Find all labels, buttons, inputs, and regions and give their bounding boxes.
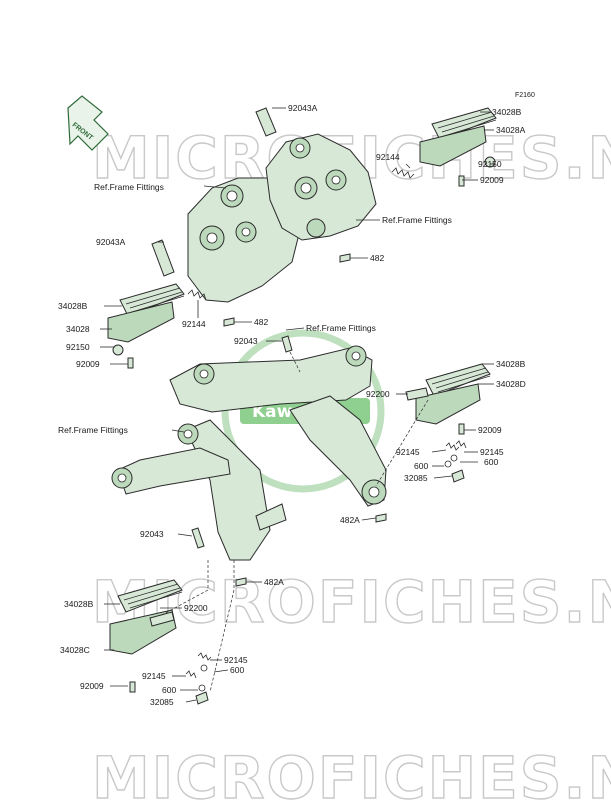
label-92043-low: 92043 <box>140 529 164 539</box>
footpeg-front-right <box>405 363 491 483</box>
main-footrest-frame <box>111 345 387 561</box>
label-34028: 34028 <box>66 324 90 334</box>
label-92043A-top: 92043A <box>288 103 318 113</box>
clip-482-mid <box>223 317 235 327</box>
label-600-low-a: 600 <box>230 665 244 675</box>
spring-92144-left <box>187 289 207 301</box>
label-482A-low: 482A <box>264 577 284 587</box>
label-92043A-left: 92043A <box>96 237 126 247</box>
watermark-text-bottom: MICROFICHES.NET <box>92 568 611 636</box>
label-92200-low: 92200 <box>184 603 208 613</box>
label-92043-mid: 92043 <box>234 336 258 346</box>
label-92009-top: 92009 <box>480 175 504 185</box>
label-92009-right: 92009 <box>478 425 502 435</box>
label-ref-frame-mid: Ref.Frame Fittings <box>306 323 376 333</box>
label-92145-right-b: 92145 <box>480 447 504 457</box>
rear-left-bracket <box>187 177 301 303</box>
label-34028B-low: 34028B <box>64 599 94 609</box>
label-92145-right-a: 92145 <box>396 447 420 457</box>
label-92144-top: 92144 <box>376 152 400 162</box>
label-92009-low: 92009 <box>80 681 104 691</box>
label-92145-low-a: 92145 <box>224 655 248 665</box>
label-92145-low-b: 92145 <box>142 671 166 681</box>
pin-92043A-left <box>151 239 175 277</box>
label-34028A: 34028A <box>496 125 526 135</box>
label-600-right-a: 600 <box>414 461 428 471</box>
label-92144-left: 92144 <box>182 319 206 329</box>
label-ref-frame-left: Ref.Frame Fittings <box>58 425 128 435</box>
leader-lines <box>100 107 494 703</box>
clip-482A-mid <box>375 513 387 523</box>
rear-right-bracket <box>265 133 377 241</box>
front-arrow-icon: FRONT <box>67 95 109 151</box>
label-34028C: 34028C <box>60 645 90 655</box>
label-92150-top: 92150 <box>478 159 502 169</box>
label-482-top: 482 <box>370 253 384 263</box>
label-92150-left: 92150 <box>66 342 90 352</box>
label-34028B-right: 34028B <box>496 359 526 369</box>
label-ref-frame-top-right: Ref.Frame Fittings <box>382 215 452 225</box>
label-ref-frame-top-left: Ref.Frame Fittings <box>94 182 164 192</box>
label-482-mid: 482 <box>254 317 268 327</box>
footpeg-front-left <box>109 527 212 705</box>
label-32085-low: 32085 <box>150 697 174 707</box>
label-92009-left: 92009 <box>76 359 100 369</box>
pin-92043A-top <box>255 107 277 137</box>
part-labels: 92043A 34028B 34028A 92144 92150 92009 R… <box>58 103 526 707</box>
label-482A-mid: 482A <box>340 515 360 525</box>
spring-92144-top <box>391 167 415 179</box>
label-32085-right: 32085 <box>404 473 428 483</box>
clip-482A-low <box>235 577 247 587</box>
pin-92043-mid <box>281 335 293 353</box>
label-34028B-left: 34028B <box>58 301 88 311</box>
label-34028B-top: 34028B <box>492 107 522 117</box>
label-34028D: 34028D <box>496 379 526 389</box>
footpeg-rear-right <box>419 107 497 187</box>
diagram-code: F2160 <box>515 92 535 99</box>
watermark-text-footer: MICROFICHES.NET <box>92 744 611 800</box>
clip-482-top <box>339 253 351 263</box>
label-600-right-b: 600 <box>484 457 498 467</box>
label-600-low-b: 600 <box>162 685 176 695</box>
label-92200-right: 92200 <box>366 389 390 399</box>
footpeg-rear-left <box>107 283 185 369</box>
